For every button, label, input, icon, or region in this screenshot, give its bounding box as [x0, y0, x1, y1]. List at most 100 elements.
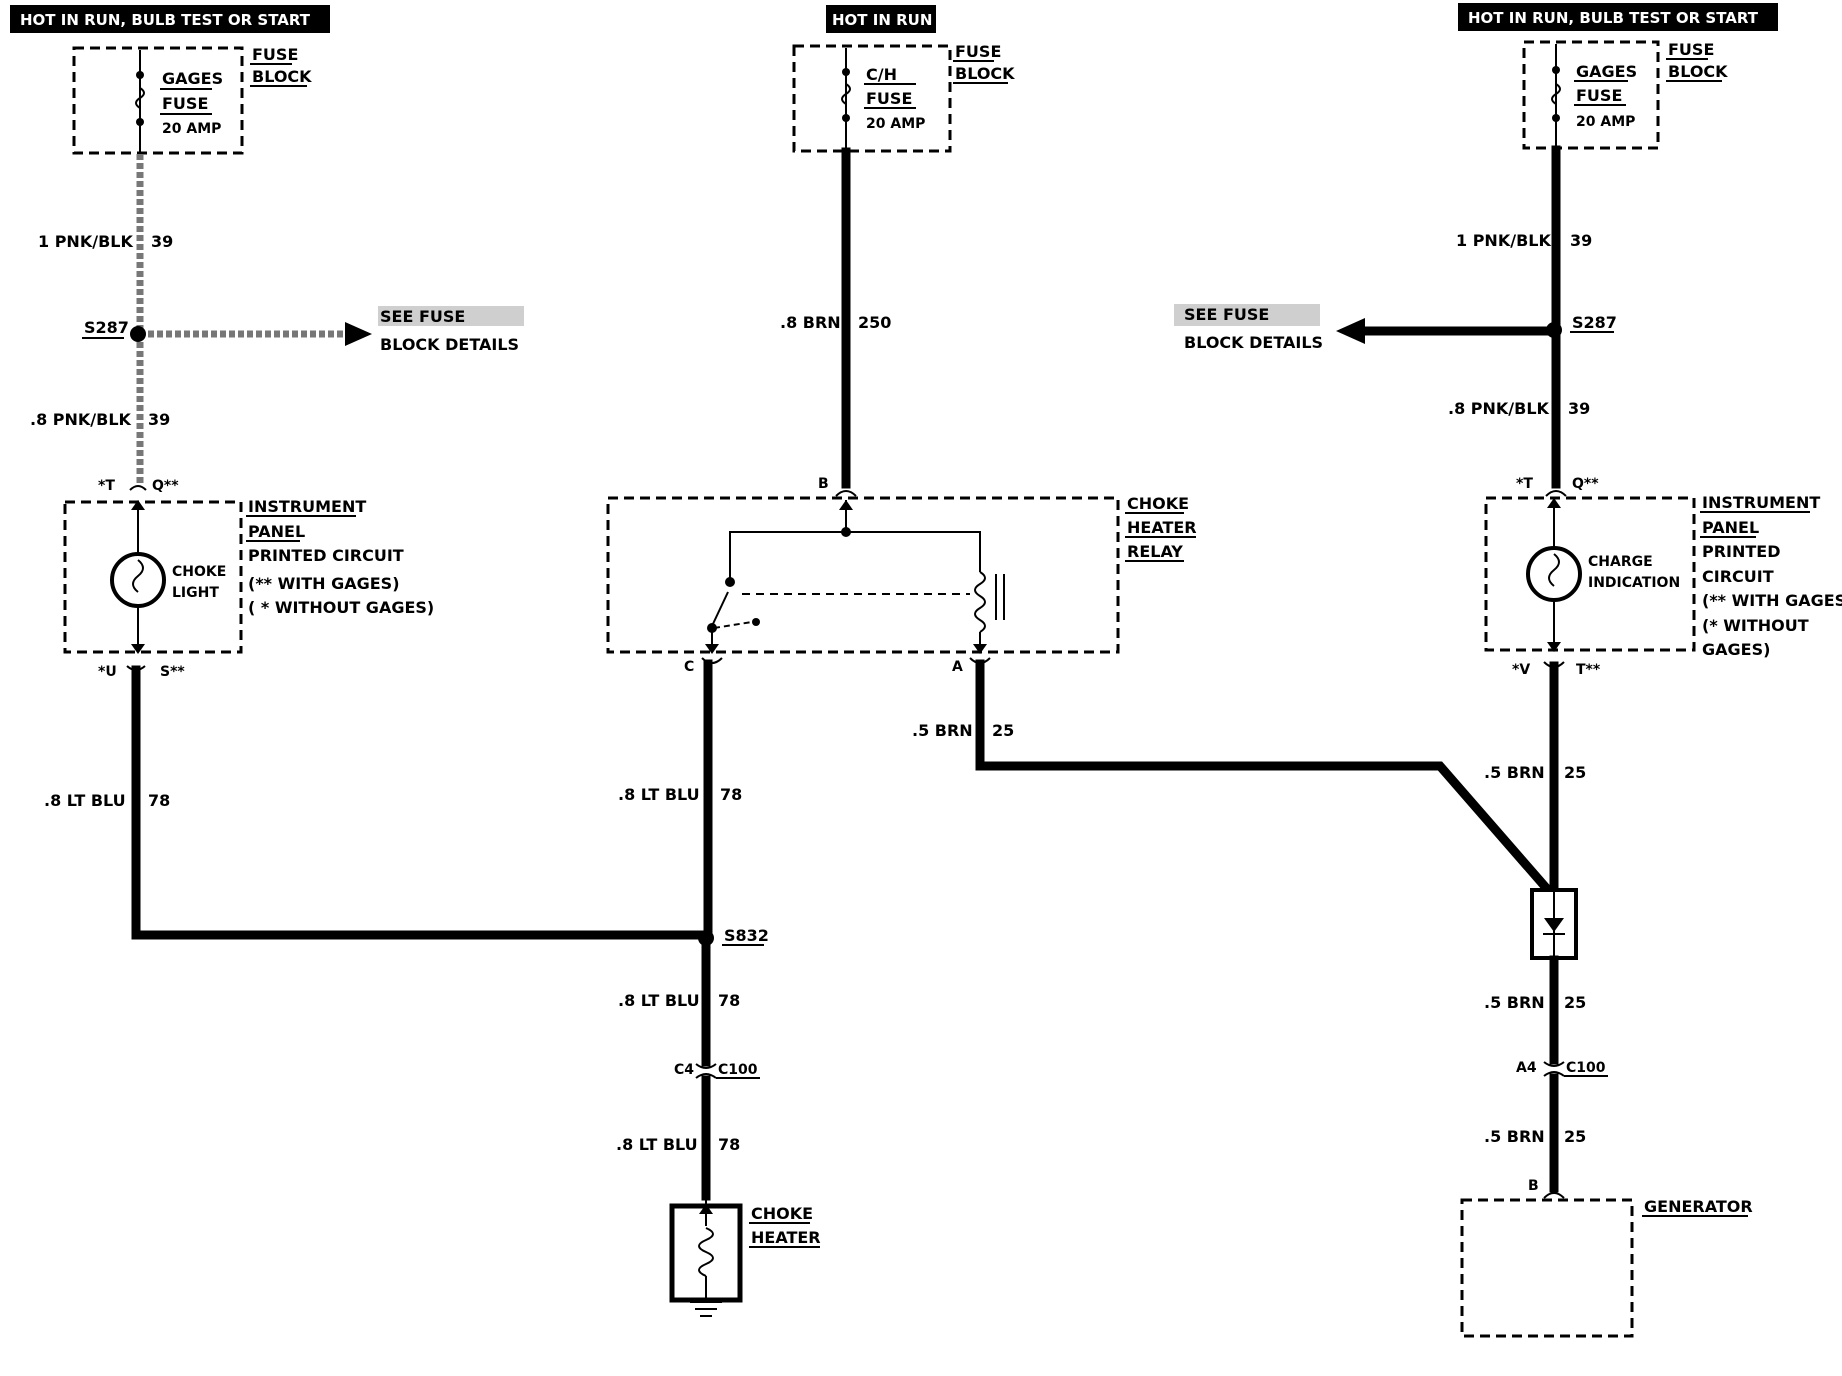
left-fuse-rating: 20 AMP [162, 121, 221, 137]
right-circuit: HOT IN RUN, BULB TEST OR START FUSE BLOC… [1174, 3, 1842, 1338]
right-wire-gen-circuit: 25 [1564, 1127, 1586, 1146]
relay-l3: RELAY [1127, 542, 1183, 561]
left-panel-l3: PRINTED CIRCUIT [248, 546, 404, 565]
center-circuit: HOT IN RUN FUSE BLOCK C/H FUSE 20 AMP .8… [606, 5, 1555, 1317]
connector-icon [1543, 1192, 1565, 1199]
center-wire-c3-circuit: 78 [718, 1135, 740, 1154]
right-header-box [1458, 3, 1778, 31]
center-wire-top-gauge: .8 BRN [780, 313, 841, 332]
center-fuse-block-label1: FUSE [955, 42, 1001, 61]
connector-icon [129, 485, 147, 491]
left-panel-l2: PANEL [248, 522, 305, 541]
fuse-element-icon [1551, 83, 1561, 105]
left-instrument-panel-box [63, 500, 243, 654]
right-wire-after-diode-circuit: 25 [1564, 993, 1586, 1012]
left-wire-top-circuit: 39 [151, 232, 173, 251]
left-wire-top-gauge: 1 PNK/BLK [38, 232, 133, 251]
right-wire-mid-circuit: 39 [1568, 399, 1590, 418]
left-pin-bottom-right: S** [160, 664, 185, 680]
fuse-terminal [842, 114, 850, 122]
relay-pin-c: C [684, 659, 694, 675]
relay-contact [725, 577, 735, 587]
arrow-down-icon [973, 644, 987, 654]
center-wire-a-circuit: 25 [992, 721, 1014, 740]
right-wire-after-diode-gauge: .5 BRN [1484, 993, 1545, 1012]
right-panel-l5: (** WITH GAGES) [1702, 591, 1842, 610]
choke-heater-relay-box [606, 496, 1120, 654]
right-pin-top-left: *T [1516, 476, 1533, 492]
heater-l1: CHOKE [751, 1204, 813, 1223]
left-wire-78 [131, 665, 711, 940]
center-wire-c2-gauge: .8 LT BLU [618, 991, 700, 1010]
left-fuse-block-label1: FUSE [252, 45, 298, 64]
left-wire-bottom-gauge: .8 LT BLU [44, 791, 126, 810]
heater-l2: HEATER [751, 1228, 821, 1247]
right-see-fuse-line2: BLOCK DETAILS [1184, 333, 1323, 352]
right-lamp-l2: INDICATION [1588, 575, 1680, 591]
left-pin-bottom-left: *U [98, 664, 117, 680]
left-splice-dot [130, 326, 146, 342]
arrow-up-icon [699, 1204, 713, 1214]
right-fuse-name: GAGES [1576, 62, 1637, 81]
right-panel-l2: PANEL [1702, 518, 1759, 537]
left-wire-bottom-circuit: 78 [148, 791, 170, 810]
connector-icon [835, 490, 857, 497]
left-header: HOT IN RUN, BULB TEST OR START [20, 11, 311, 29]
center-header: HOT IN RUN [832, 11, 932, 29]
left-fuse-block [72, 46, 244, 155]
right-lamp-l1: CHARGE [1588, 554, 1653, 570]
left-lamp-l2: LIGHT [172, 585, 219, 601]
generator-pin-b: B [1528, 1178, 1539, 1194]
left-splice-label: S287 [84, 318, 129, 337]
connector-icon [1543, 1061, 1565, 1067]
left-header-box [10, 5, 330, 33]
generator-box [1460, 1198, 1634, 1338]
right-pin-bottom-left: *V [1512, 662, 1530, 678]
connector-icon [695, 1073, 717, 1079]
right-panel-l1: INSTRUMENT [1702, 493, 1820, 512]
right-panel-l7: GAGES) [1702, 640, 1770, 659]
heater-element-icon [698, 1227, 714, 1277]
center-fuse-name: C/H [866, 65, 897, 84]
right-fuse-block-label1: FUSE [1668, 40, 1714, 59]
diode-icon [1544, 918, 1564, 932]
connector-icon [695, 1063, 717, 1069]
arrow-up-icon [1547, 498, 1561, 508]
fuse-terminal [1552, 66, 1560, 74]
left-wire-mid-circuit: 39 [148, 410, 170, 429]
bulb-filament-icon [132, 559, 144, 593]
right-connector-pin: A4 [1516, 1060, 1537, 1076]
connector-icon [1545, 490, 1567, 497]
arrow-down-icon [1547, 642, 1561, 652]
relay-pin-a: A [952, 659, 963, 675]
right-see-fuse-line1: SEE FUSE [1184, 305, 1269, 324]
right-wire-top-gauge: 1 PNK/BLK [1456, 231, 1551, 250]
see-fuse-shading [1174, 304, 1320, 326]
fuse-terminal [842, 68, 850, 76]
relay-nc-dash [713, 621, 753, 629]
right-splice-label: S287 [1572, 313, 1617, 332]
center-connector-pin: C4 [674, 1062, 694, 1078]
arrow-left-icon [1336, 318, 1365, 344]
fuse-element-icon [135, 87, 145, 109]
arrow-down-icon [705, 644, 719, 654]
relay-pin-b: B [818, 476, 829, 492]
left-see-fuse-line2: BLOCK DETAILS [380, 335, 519, 354]
left-fuse-name: GAGES [162, 69, 223, 88]
choke-light-bulb-icon [110, 552, 166, 608]
arrow-up-icon [839, 500, 853, 510]
arrow-up-icon [131, 500, 145, 510]
generator-label: GENERATOR [1644, 1197, 1753, 1216]
left-panel-l5: ( * WITHOUT GAGES) [248, 598, 434, 617]
relay-nc-contact [752, 618, 760, 626]
center-fuse-block-label2: BLOCK [955, 64, 1015, 83]
center-fuse-block [792, 44, 952, 153]
relay-switch-pivot [707, 623, 717, 633]
right-wire-top-circuit: 39 [1570, 231, 1592, 250]
right-fuse-block-label2: BLOCK [1668, 62, 1728, 81]
fuse-terminal [136, 71, 144, 79]
right-panel-l6: (* WITHOUT [1702, 616, 1809, 635]
center-wire-c-gauge: .8 LT BLU [618, 785, 700, 804]
fuse-terminal [1552, 114, 1560, 122]
